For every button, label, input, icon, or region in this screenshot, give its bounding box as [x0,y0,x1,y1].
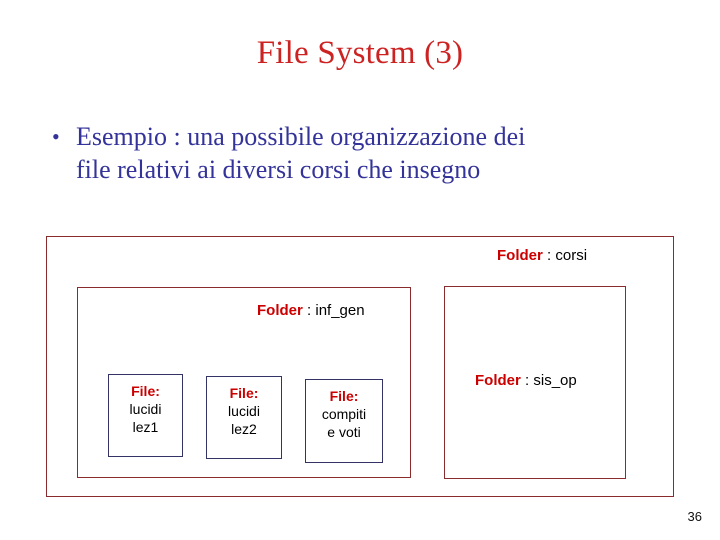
folder-keyword: Folder [475,372,521,389]
folder-name: corsi [555,247,588,264]
list-item: • Esempio : una possibile organizzazione… [46,120,666,186]
folder-separator: : [520,372,534,389]
bullet-marker-icon: • [52,124,60,149]
folder-name: inf_gen [315,302,365,319]
file-box-lucidi-lez1: File: lucidi lez1 [108,374,183,457]
bullet-text: Esempio : una possibile organizzazione d… [76,120,666,186]
folder-keyword: Folder [497,247,543,264]
file-box-lucidi-lez2: File: lucidi lez2 [206,376,282,459]
file-name-line-2: e voti [327,424,361,440]
bullet-line-2: file relativi ai diversi corsi che inseg… [76,155,481,184]
folder-box-inf-gen [77,287,411,478]
bullet-list: • Esempio : una possibile organizzazione… [46,120,666,186]
file-name-line-2: lez2 [231,421,257,437]
page-number: 36 [687,509,702,524]
folder-box-sis-op [444,286,626,479]
folder-label-corsi: Folder : corsi [497,247,587,265]
folder-keyword: Folder [257,302,303,319]
file-name-line-1: lucidi [228,403,260,419]
folder-label-inf-gen: Folder : inf_gen [257,302,365,320]
bullet-line-1: Esempio : una possibile organizzazione d… [76,122,526,151]
file-name-line-2: lez1 [132,419,159,435]
file-name-line-1: lucidi [129,401,162,417]
file-name-line-1: compiti [321,406,367,422]
folder-separator: : [542,247,556,264]
file-keyword: File: [131,383,160,399]
folder-separator: : [302,302,316,319]
file-keyword: File: [229,385,259,401]
page-title: File System (3) [256,35,464,71]
folder-label-sis-op: Folder : sis_op [475,372,577,390]
file-keyword: File: [329,388,359,404]
file-box-compiti-e-voti: File: compiti e voti [305,379,383,463]
folder-name: sis_op [533,372,577,389]
folder-box-corsi [46,236,674,497]
